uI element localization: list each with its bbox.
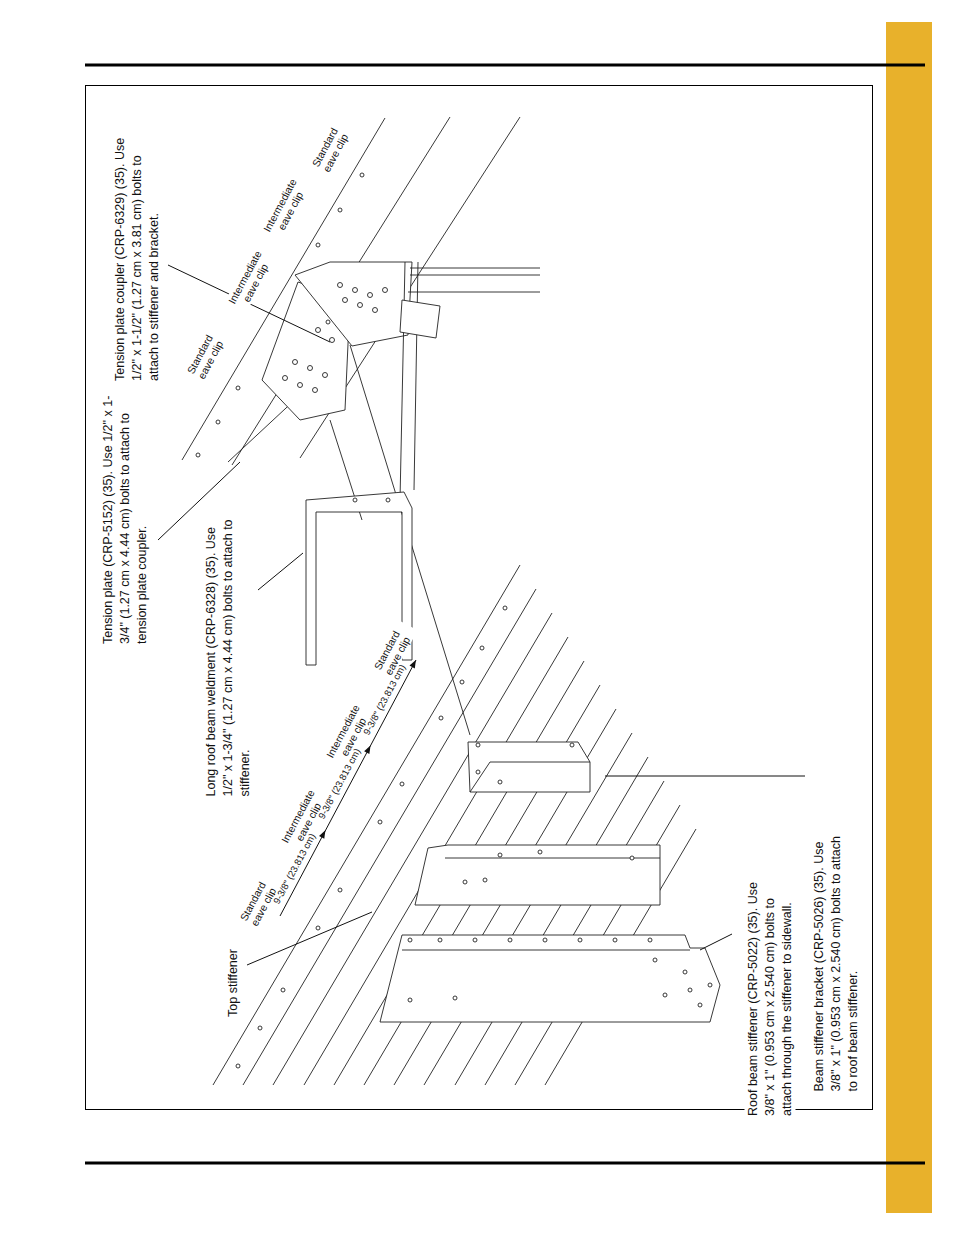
top-rule bbox=[85, 64, 925, 67]
part-callout: Top stiffener bbox=[225, 948, 242, 1018]
label-text: Long roof beam weldment (CRP-6328) (35).… bbox=[204, 519, 252, 796]
part-callout: Roof beam stiffener (CRP-5022) (35). Use… bbox=[745, 877, 796, 1117]
roof-beam-stiffener bbox=[380, 935, 720, 1022]
label-text: Standard eave clip bbox=[184, 333, 225, 381]
page-tab bbox=[886, 22, 932, 1213]
beam-stiffener-bracket bbox=[468, 742, 590, 792]
eave-clip-label: Standard eave clip bbox=[366, 619, 417, 687]
upper-roof-beam bbox=[182, 117, 520, 465]
label-text: Top stiffener bbox=[226, 949, 240, 1017]
eave-clip-label: Intermediate eave clip bbox=[259, 174, 310, 242]
part-callout: Long roof beam weldment (CRP-6328) (35).… bbox=[203, 513, 254, 798]
label-text: Standard eave clip bbox=[309, 126, 350, 174]
eave-clip-label: Standard eave clip bbox=[179, 323, 230, 391]
eave-clip-label: Standard eave clip bbox=[304, 116, 355, 184]
label-text: Standard eave clip bbox=[237, 880, 278, 928]
part-callout: Beam stiffener bracket (CRP-5026) (35). … bbox=[811, 828, 862, 1093]
label-text: Intermediate eave clip bbox=[261, 177, 306, 234]
bottom-rule bbox=[85, 1162, 925, 1165]
dimension-line bbox=[280, 660, 416, 916]
leader-lines bbox=[158, 265, 805, 965]
part-callout: Tension plate (CRP-5152) (35). Use 1/2" … bbox=[100, 383, 151, 645]
label-text: Beam stiffener bracket (CRP-5026) (35). … bbox=[812, 836, 860, 1092]
label-text: Tension plate coupler (CRP-6329) (35). U… bbox=[113, 138, 161, 381]
top-stiffener bbox=[415, 845, 660, 905]
label-text: Intermediate eave clip bbox=[226, 249, 271, 306]
label-text: Roof beam stiffener (CRP-5022) (35). Use… bbox=[746, 882, 794, 1116]
part-callout: Tension plate coupler (CRP-6329) (35). U… bbox=[112, 120, 163, 382]
eave-clip-label: Intermediate eave clip bbox=[224, 246, 275, 314]
label-text: Tension plate (CRP-5152) (35). Use 1/2" … bbox=[101, 396, 149, 644]
